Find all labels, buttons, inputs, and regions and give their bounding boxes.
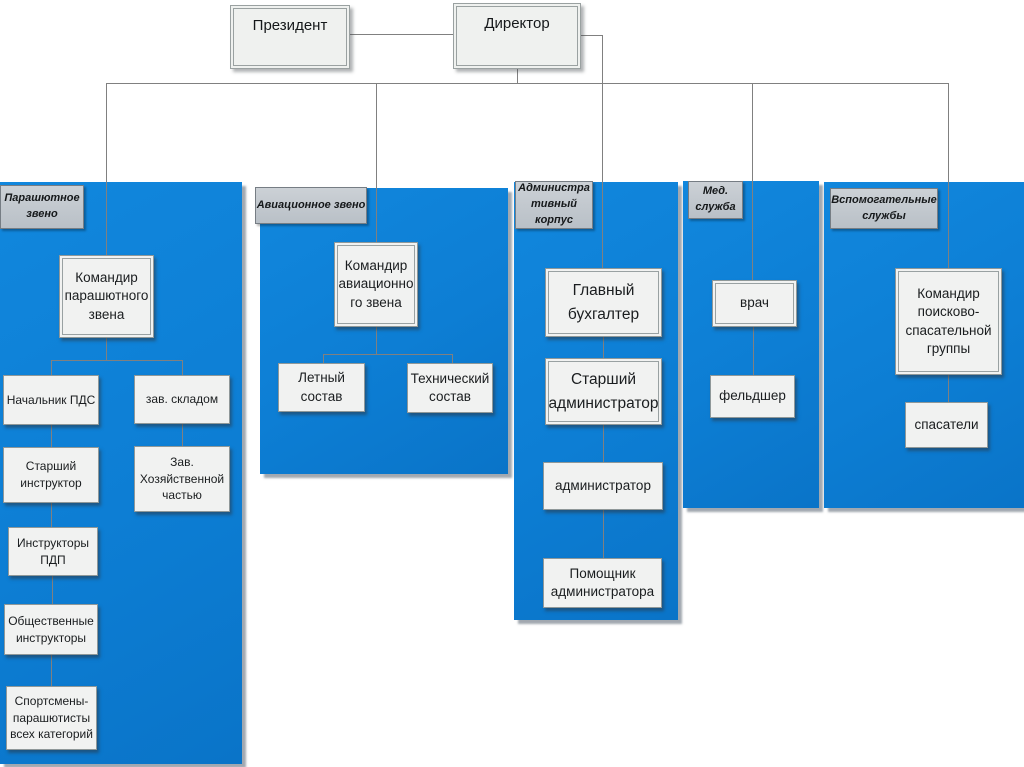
node-administrator: администратор [543,462,663,510]
node-rescuers: спасатели [905,402,988,448]
connector-line [603,510,604,558]
connector-line [51,360,52,375]
connector-line [603,425,604,462]
connector-line [106,83,107,255]
node-senior-administrator: Старший администратор [545,358,662,425]
node-president: Президент [230,5,350,69]
connector-line [106,338,107,360]
connector-line [51,503,52,527]
connector-line [51,425,52,447]
panel-header-auxiliary: Вспомогательные службы [830,188,938,229]
connector-line [376,327,377,354]
node-pdp-instructors: Инструкторы ПДП [8,527,98,576]
node-technical-crew: Технический состав [407,363,493,413]
panel-header-administrative: Администра тивный корпус [515,181,593,229]
node-warehouse-manager: зав. складом [134,375,230,424]
connector-line [948,375,949,402]
node-senior-instructor: Старший инструктор [3,447,99,503]
node-parachute-commander: Командир парашютного звена [59,255,154,338]
connector-line [581,35,603,36]
panel-aviation [260,188,508,474]
panel-header-parachute: Парашютное звено [0,185,84,229]
connector-line [323,354,453,355]
connector-line [948,83,949,268]
connector-line [752,83,753,280]
connector-line [753,327,754,375]
connector-line [517,69,518,83]
connector-line [182,424,183,446]
connector-line [350,34,453,35]
node-assistant-administrator: Помощник администратора [543,558,662,608]
connector-line [106,83,949,84]
node-flight-crew: Летный состав [278,363,365,412]
connector-line [603,337,604,358]
node-chief-accountant: Главный бухгалтер [545,268,662,337]
node-paramedic: фельдшер [710,375,795,418]
panel-header-medical: Мед. служба [688,181,743,219]
connector-line [602,35,603,268]
node-director: Директор [453,3,581,69]
node-rescue-group-commander: Командир поисково- спасательной группы [895,268,1002,375]
connector-line [51,655,52,686]
panel-medical [683,181,819,508]
connector-line [452,354,453,363]
connector-line [376,83,377,242]
panel-header-aviation: Авиационное звено [255,187,367,224]
node-sport-parachutists: Спортсмены- парашютисты всех категорий [6,686,97,750]
connector-line [182,360,183,376]
connector-line [323,354,324,363]
node-doctor: врач [712,280,797,327]
node-household-manager: Зав. Хозяйственной частью [134,446,230,512]
connector-line [51,360,183,361]
connector-line [52,576,53,604]
node-pds-chief: Начальник ПДС [3,375,99,425]
node-public-instructors: Общественные инструкторы [4,604,98,655]
node-aviation-commander: Командир авиационно го звена [334,242,418,327]
